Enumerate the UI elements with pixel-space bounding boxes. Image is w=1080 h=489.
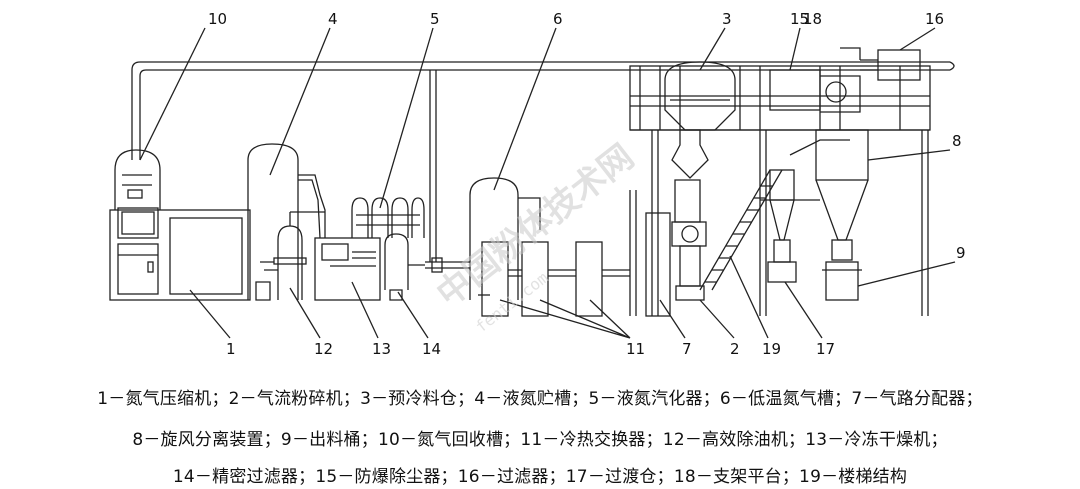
label-1: 1: [226, 340, 236, 358]
label-18: 18: [803, 10, 822, 28]
explosion-proof-dust-collector: [769, 69, 861, 113]
label-2: 2: [730, 340, 740, 358]
label-10: 10: [208, 10, 227, 28]
oil-remover: [255, 211, 325, 301]
jet-mill: [671, 129, 709, 301]
label-16: 16: [925, 10, 944, 28]
process-flow-diagram: 中国粉体技术网 fenti.com 10 4 5 6 3 15 18 16 8 …: [109, 10, 966, 358]
label-12: 12: [314, 340, 333, 358]
low-temp-nitrogen-tank: [469, 177, 541, 300]
caption-line-1: 1－氮气压缩机；2－气流粉碎机；3－预冷料仓；4－液氮贮槽；5－液氮汽化器；6－…: [97, 389, 983, 409]
freeze-dryer: [314, 237, 381, 301]
label-11: 11: [626, 340, 645, 358]
gas-distributor: [629, 190, 671, 317]
transition-bin: [760, 139, 850, 283]
label-13: 13: [372, 340, 391, 358]
precision-filter: [384, 233, 425, 301]
watermark: 中国粉体技术网 fenti.com: [429, 137, 641, 336]
label-19: 19: [762, 340, 781, 358]
label-9: 9: [956, 244, 966, 262]
caption-line-3: 14－精密过滤器；15－防爆除尘器；16－过滤器；17－过渡仓；18－支架平台；…: [172, 467, 908, 487]
label-14: 14: [422, 340, 441, 358]
label-5: 5: [430, 10, 440, 28]
label-15: 15: [790, 10, 809, 28]
discharge-bucket: [822, 261, 862, 301]
label-7: 7: [682, 340, 692, 358]
top-pipe: [131, 61, 955, 160]
heat-exchangers: [481, 241, 630, 317]
label-6: 6: [553, 10, 563, 28]
support-platform: [629, 65, 931, 316]
leader-lines: [139, 27, 956, 339]
connecting-pipe: [425, 70, 470, 273]
nitrogen-recovery-tank: [114, 149, 161, 210]
label-4: 4: [328, 10, 338, 28]
filter: [840, 47, 921, 81]
label-8: 8: [952, 132, 962, 150]
nitrogen-compressor: [109, 207, 251, 301]
cyclone-separator: [815, 129, 869, 261]
label-17: 17: [816, 340, 835, 358]
label-3: 3: [722, 10, 732, 28]
liquid-nitrogen-vaporizer: [351, 197, 425, 238]
caption-line-2: 8－旋风分离装置；9－出料桶；10－氮气回收槽；11－冷热交换器；12－高效除油…: [132, 430, 948, 450]
liquid-nitrogen-tank: [247, 143, 326, 300]
